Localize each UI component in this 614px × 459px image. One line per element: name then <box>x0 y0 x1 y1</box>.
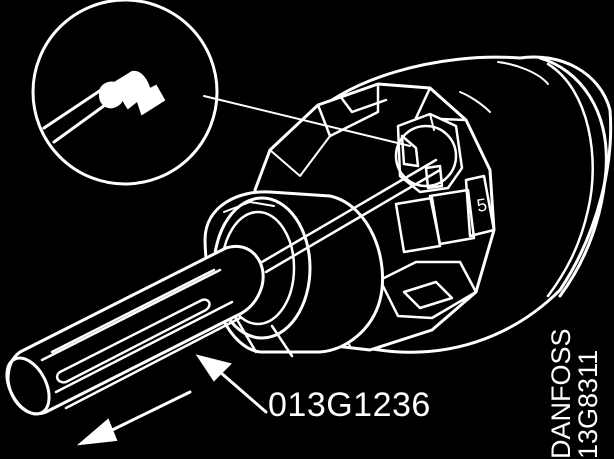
callout-target-circle <box>394 124 458 188</box>
screwdriver-shaft <box>260 158 442 274</box>
brand-text: DANFOSS <box>546 328 576 459</box>
drawing-code: 13G8311 <box>573 349 603 459</box>
part-number-label: 013G1236 <box>268 386 431 424</box>
callout-leader-line <box>203 95 411 147</box>
pull-direction-arrow <box>76 390 192 446</box>
part-arrow <box>195 354 268 414</box>
detail-callout <box>31 0 219 186</box>
valve-marking-5: 5 <box>475 195 488 216</box>
screwdriver-handle <box>5 244 265 416</box>
